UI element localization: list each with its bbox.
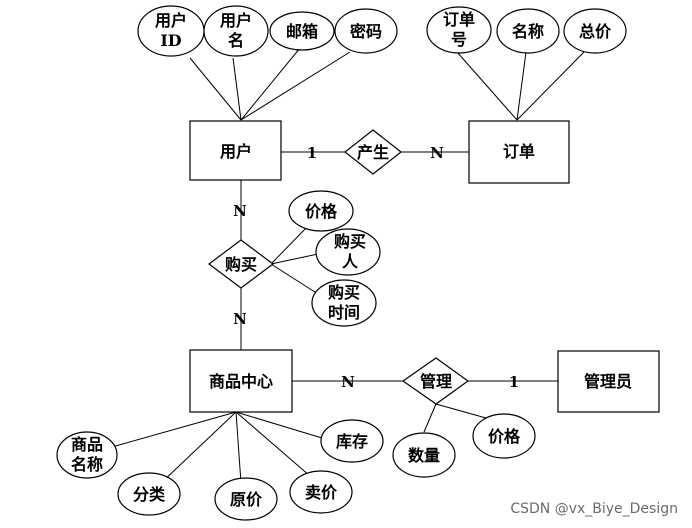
edge-order-no xyxy=(456,51,518,121)
attr-order-name: 名称 xyxy=(496,8,560,54)
attr-user-id: 用户 ID xyxy=(137,5,205,57)
edge-buy-time xyxy=(270,263,319,295)
entity-order: 订单 xyxy=(468,120,570,184)
attr-sale-price: 卖价 xyxy=(289,470,353,514)
edge-user-name xyxy=(232,57,242,121)
attr-buy-time: 购买 时间 xyxy=(311,279,377,327)
attr-password-label: 密码 xyxy=(349,22,382,41)
edge-password xyxy=(240,51,351,121)
attr-manage-price: 价格 xyxy=(472,413,536,459)
attr-user-id-line1: 用户 xyxy=(155,11,187,30)
entity-order-label: 订单 xyxy=(503,142,535,161)
entity-admin-label: 管理员 xyxy=(584,372,632,391)
attr-buy-price: 价格 xyxy=(288,190,354,232)
edge-category xyxy=(159,411,237,485)
edge-sale-price xyxy=(235,411,311,477)
attr-quantity-label: 数量 xyxy=(408,446,440,465)
card-user-buy: N xyxy=(233,202,247,220)
attr-order-no: 订单 号 xyxy=(426,6,492,54)
relationship-manage: 管理 xyxy=(401,357,470,405)
attr-buy-time-line2: 时间 xyxy=(328,303,360,322)
attr-order-name-label: 名称 xyxy=(512,22,544,41)
edge-email xyxy=(240,47,301,121)
attr-cost-price: 原价 xyxy=(214,477,278,521)
edge-stock xyxy=(235,411,323,439)
card-buy-goods: N xyxy=(233,310,247,328)
attr-buy-time-line1: 购买 xyxy=(328,283,360,302)
entity-user-label: 用户 xyxy=(220,142,252,161)
attr-user-name-line2: 名 xyxy=(228,31,244,50)
attr-order-no-line1: 订单 xyxy=(443,10,475,29)
edge-goods-name xyxy=(111,411,237,448)
entity-user: 用户 xyxy=(189,120,282,181)
attr-manage-price-label: 价格 xyxy=(488,427,521,446)
attr-goods-name: 商品 名称 xyxy=(56,431,118,479)
attr-quantity: 数量 xyxy=(392,432,456,478)
edge-manage-price xyxy=(435,403,487,419)
relationship-produce-label: 产生 xyxy=(357,143,389,162)
attr-category: 分类 xyxy=(117,472,181,516)
card-user-produce: 1 xyxy=(307,144,317,162)
attr-email: 邮箱 xyxy=(269,11,335,51)
attr-total-price: 总价 xyxy=(563,8,627,54)
attr-goods-name-line2: 名称 xyxy=(71,455,103,474)
relationship-buy-label: 购买 xyxy=(225,255,257,274)
card-produce-order: N xyxy=(430,144,444,162)
cardinalities: 1 N N N N 1 xyxy=(233,144,519,391)
attr-buyer-line1: 购买 xyxy=(334,232,366,251)
relationship-buy: 购买 xyxy=(208,239,274,289)
edge-total-price xyxy=(516,51,585,121)
attr-stock: 库存 xyxy=(320,419,384,463)
attr-user-name: 用户 名 xyxy=(203,5,269,57)
edge-quantity xyxy=(423,403,437,433)
entity-admin: 管理员 xyxy=(557,350,660,413)
edge-order-name xyxy=(516,51,527,121)
attr-buy-price-label: 价格 xyxy=(305,202,338,221)
edges xyxy=(111,47,585,485)
attr-email-label: 邮箱 xyxy=(286,22,318,41)
card-goods-manage: N xyxy=(341,373,355,391)
edge-buyer xyxy=(270,253,319,265)
relationship-produce: 产生 xyxy=(344,129,402,175)
edge-buy-price xyxy=(270,225,309,265)
attr-buyer-line2: 人 xyxy=(342,252,359,271)
attr-category-label: 分类 xyxy=(133,485,166,504)
attr-buyer: 购买 人 xyxy=(315,228,381,276)
attr-goods-name-line1: 商品 xyxy=(71,435,103,454)
edge-user-id xyxy=(189,57,242,121)
attr-user-name-line1: 用户 xyxy=(220,11,252,30)
card-manage-admin: 1 xyxy=(509,373,519,391)
edge-cost-price xyxy=(235,411,242,484)
entity-goods-center-label: 商品中心 xyxy=(209,372,273,391)
entity-goods-center: 商品中心 xyxy=(189,349,293,413)
attr-total-price-label: 总价 xyxy=(579,22,612,41)
attr-order-no-line2: 号 xyxy=(451,30,467,49)
attr-password: 密码 xyxy=(334,8,398,54)
attr-stock-label: 库存 xyxy=(336,432,368,451)
relationship-manage-label: 管理 xyxy=(420,372,452,391)
attr-user-id-line2: ID xyxy=(160,31,181,50)
attr-sale-price-label: 卖价 xyxy=(305,483,338,502)
watermark: CSDN @vx_Biye_Design xyxy=(510,501,678,517)
attr-cost-price-label: 原价 xyxy=(230,490,263,509)
